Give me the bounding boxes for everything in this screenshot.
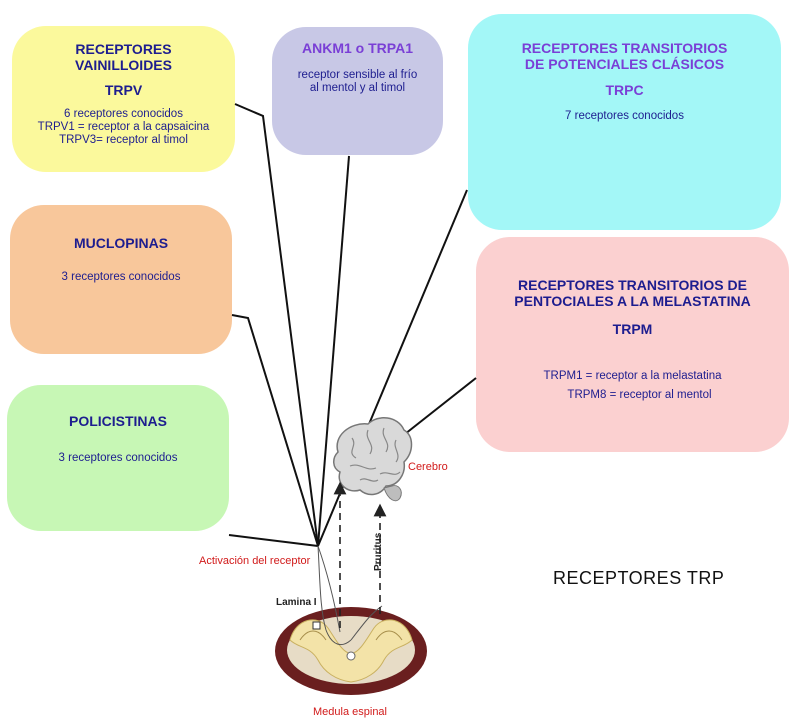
trpm-code: TRPM [612,321,653,337]
trpm-line2: TRPM8 = receptor al mentol [567,389,712,401]
line-to-trpv [234,103,319,547]
trpv-line1: 6 receptores conocidos [64,108,183,120]
dashed-arrows [333,481,387,628]
trpm-line1: TRPM1 = receptor a la melastatina [543,370,722,382]
policistinas-title: POLICISTINAS [68,413,167,429]
trpv-title-line1: RECEPTORES [75,41,172,57]
ankm-line1: receptor sensible al frío [297,69,418,81]
spinal-cord-icon [275,607,427,695]
trpc-title-line2: DE POTENCIALES CLÁSICOS [524,56,725,72]
line-to-muclopinas [231,314,319,547]
trpv-code: TRPV [104,82,143,98]
trpc-line1: 7 receptores conocidos [565,110,684,122]
activation-label: Activación del receptor [199,555,311,567]
muclopinas-box: MUCLOPINAS 3 receptores conocidos [10,205,232,354]
medula-label: Medula espinal [313,706,387,718]
trpm-title-line1: RECEPTORES TRANSITORIOS DE [518,277,747,293]
policistinas-box: POLICISTINAS 3 receptores conocidos [7,385,229,531]
trpv-title-line2: VAINILLOIDES [75,57,172,73]
trpm-box: RECEPTORES TRANSITORIOS DE PENTOCIALES A… [476,237,789,452]
cerebro-label: Cerebro [408,461,448,473]
trpv-box: RECEPTORES VAINILLOIDES TRPV 6 receptore… [12,26,235,172]
trpv-line3: TRPV3= receptor al timol [59,134,188,146]
ankm-title: ANKM1 o TRPA1 [302,40,413,56]
trpc-title-line1: RECEPTORES TRANSITORIOS [521,40,728,56]
trpc-box: RECEPTORES TRANSITORIOS DE POTENCIALES C… [468,14,781,230]
lamina-label: Lamina I [276,597,317,608]
muclopinas-title: MUCLOPINAS [73,235,169,251]
trpm-title-line2: PENTOCIALES A LA MELASTATINA [514,293,751,309]
line-to-policistinas [228,534,319,547]
trpv-line2: TRPV1 = receptor a la capsaicina [37,121,210,133]
brain-icon [333,417,413,502]
pruritus-label: Pruritus [373,532,384,571]
ankm-box: ANKM1 o TRPA1 receptor sensible al frío … [272,27,443,155]
line-to-trpm [404,377,477,435]
nerve-fibers [317,545,383,646]
policistinas-line1: 3 receptores conocidos [58,452,178,464]
muclopinas-line1: 3 receptores conocidos [61,271,181,283]
trpc-code: TRPC [605,82,644,98]
diagram-title: RECEPTORES TRP [553,568,725,588]
ankm-line2: al mentol y al timol [309,82,406,94]
line-to-ankm [317,155,350,547]
